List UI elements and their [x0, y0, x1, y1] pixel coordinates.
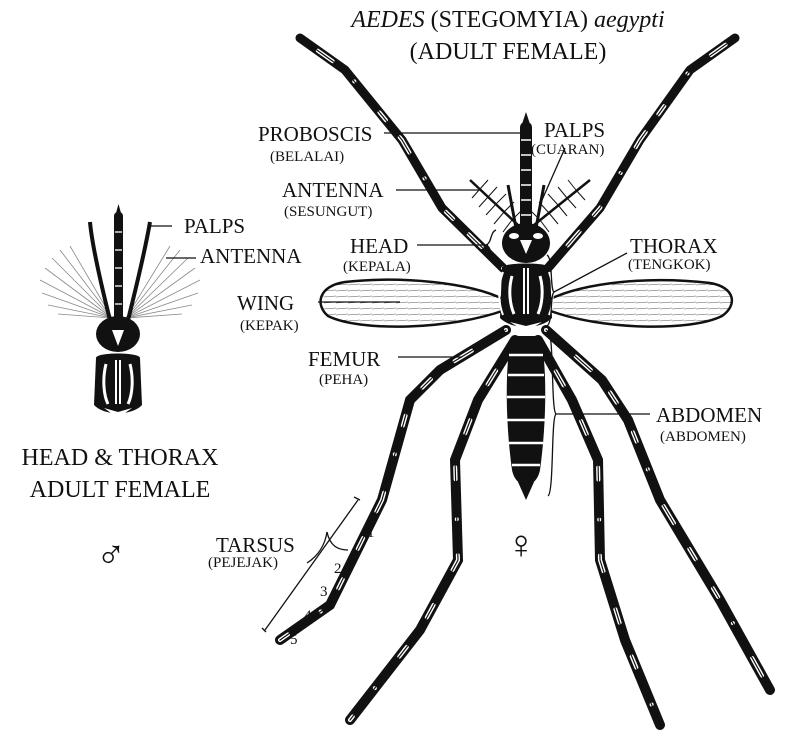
mid-left-leg: [280, 330, 506, 640]
label-thorax-local: (TENGKOK): [628, 258, 710, 273]
label-femur-local: (PEHA): [319, 373, 368, 388]
tarsus-segment-5: 5: [290, 633, 298, 648]
label-wing: WING: [237, 293, 294, 314]
label-tarsus: TARSUS: [216, 535, 295, 556]
thorax: [499, 264, 553, 333]
inset-head-thorax: [40, 204, 200, 418]
inset-label-antenna: ANTENNA: [200, 246, 301, 267]
tarsus-segment-3: 3: [320, 585, 328, 600]
left-wing: [321, 280, 505, 327]
label-abdomen: ABDOMEN: [656, 405, 762, 426]
title-genus: AEDES: [351, 7, 424, 33]
label-head-local: (KEPALA): [343, 260, 411, 275]
label-head: HEAD: [350, 236, 408, 257]
label-antenna: ANTENNA: [282, 180, 383, 201]
label-femur: FEMUR: [308, 349, 380, 370]
tarsus-segment-2: 2: [334, 562, 342, 577]
male-symbol-icon: ♂: [96, 535, 126, 575]
head: [502, 223, 550, 263]
title-line-2: (ADULT FEMALE): [328, 40, 688, 64]
label-antenna-local: (SESUNGUT): [284, 205, 372, 220]
title-subgenus: (STEGOMYIA): [431, 7, 588, 33]
inset-caption-line-1: HEAD & THORAX: [0, 446, 240, 470]
inset-label-palps: PALPS: [184, 216, 245, 237]
label-proboscis: PROBOSCIS: [258, 124, 372, 145]
label-abdomen-local: (ABDOMEN): [660, 430, 746, 445]
tarsus-segment-4: 4: [304, 609, 312, 624]
mouthparts: [508, 112, 544, 234]
label-palps-local: (CUARAN): [531, 143, 604, 158]
tarsus-segment-1: 1: [367, 526, 375, 541]
label-thorax: THORAX: [630, 236, 718, 257]
proboscis: [520, 122, 532, 234]
right-wing: [548, 280, 732, 327]
inset-caption-line-2: ADULT FEMALE: [0, 478, 240, 502]
hind-left-leg: [350, 340, 515, 720]
title-line-1: AEDES (STEGOMYIA) aegypti: [328, 8, 688, 32]
mid-right-leg: [546, 330, 770, 690]
hind-right-leg: [538, 340, 660, 725]
abdomen: [507, 336, 546, 500]
label-tarsus-local: (PEJEJAK): [208, 556, 278, 571]
label-palps: PALPS: [544, 120, 605, 141]
label-wing-local: (KEPAK): [240, 319, 299, 334]
female-symbol-icon: ♀: [506, 525, 536, 565]
label-proboscis-local: (BELALAI): [270, 150, 344, 165]
title-species: aegypti: [594, 7, 665, 33]
